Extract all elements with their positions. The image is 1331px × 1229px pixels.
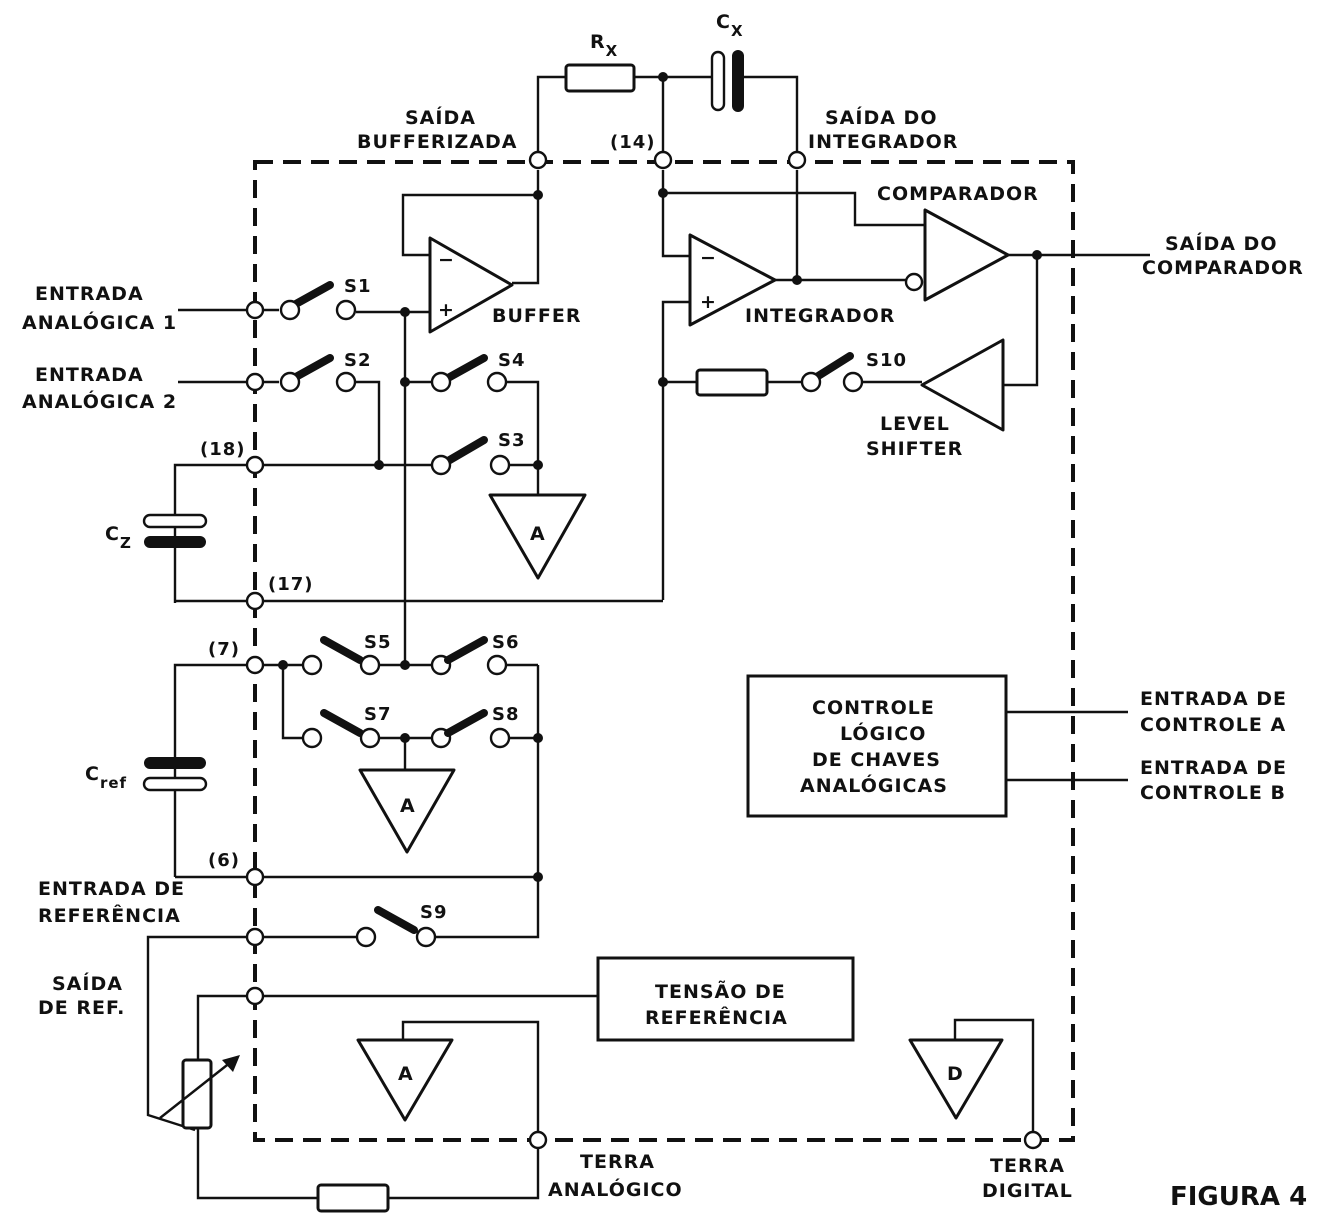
pin-17-label: (17) [268,574,314,595]
tensao-label-2: REFERÊNCIA [645,1006,788,1029]
capacitor-cx-plate2 [732,50,744,112]
potentiometer [181,1058,213,1130]
resistor-ref-output [316,1183,390,1213]
pin-18-label: (18) [200,439,246,460]
analog-ground-1 [488,493,587,580]
cx-label: CX [716,11,744,40]
analog-ground-3 [356,1038,454,1122]
entrada-referencia-label-1: ENTRADA DE [38,878,185,900]
comparador-label: COMPARADOR [877,183,1039,205]
entrada-analogica2-label-1: ENTRADA [35,364,144,386]
resistor-rx [564,63,636,93]
entrada-analogica1-label-1: ENTRADA [35,283,144,305]
capacitor-cx-plate1 [710,50,726,112]
rx-label: RX [590,31,618,60]
reference-voltage-section [159,956,855,1213]
entrada-controle-a-label-1: ENTRADA DE [1140,688,1287,710]
saida-comparador-label-2: COMPARADOR [1142,257,1304,279]
analog-input-2 [178,354,381,465]
switch-s9-label: S9 [420,902,448,923]
buffer-minus-sign: − [438,249,455,271]
cref-label: Cref [85,763,127,792]
analog-ground-3-group [356,1020,540,1140]
saida-integrador-label-2: INTEGRADOR [808,131,958,153]
chip-pins [245,150,1043,1150]
level-shifter-label-2: SHIFTER [866,438,963,460]
entrada-referencia-label-2: REFERÊNCIA [38,904,181,927]
digital-ground-group [908,1018,1035,1140]
switch-s10-label: S10 [866,350,907,371]
saida-bufferizada-label-2: BUFFERIZADA [357,131,518,153]
integrator-plus-sign: + [700,291,717,313]
feedback-network [536,50,799,158]
level-shifter-label-1: LEVEL [880,413,950,435]
saida-comparador-label-1: SAÍDA DO [1165,232,1277,255]
entrada-analogica2-label-2: ANALÓGICA 2 [22,389,177,413]
buffer-opamp [428,236,514,334]
entrada-controle-b-label-1: ENTRADA DE [1140,757,1287,779]
buffer-section: − + [356,170,543,666]
reference-input [146,906,540,1132]
s7-s8-row [281,665,543,854]
capacitor-cz [142,513,208,548]
pin-7-label: (7) [208,639,240,660]
entrada-analogica1-label-2: ANALÓGICA 1 [22,310,177,334]
controle-label-2: LÓGICO [840,721,926,745]
switch-s3-label: S3 [498,430,526,451]
buffer-label: BUFFER [492,305,581,327]
integrator-minus-sign: − [700,247,717,269]
tensao-label-1: TENSÃO DE [655,979,786,1003]
integrator-opamp [688,233,777,327]
level-shifter [920,338,1005,432]
saida-bufferizada-label-1: SAÍDA [405,106,476,129]
terra-digital-label-2: DIGITAL [982,1180,1073,1202]
switch-s1-label: S1 [344,276,372,297]
figure-caption: FIGURA 4 [1170,1182,1307,1212]
switch-s5-label: S5 [364,632,392,653]
level-shifter-section [663,338,1005,432]
comparator [923,208,1010,302]
controle-logico-box [746,674,1008,818]
buffer-plus-sign: + [438,299,455,321]
controle-label-1: CONTROLE [812,697,935,719]
terra-analogico-label-1: TERRA [580,1151,655,1173]
resistor-integrator-input [695,368,769,397]
ground-d-label: D [947,1063,964,1085]
entrada-controle-b-label-2: CONTROLE B [1140,782,1286,804]
analog-ground-2 [358,768,456,854]
terra-analogico-label-2: ANALÓGICO [548,1177,683,1201]
entrada-controle-a-label-2: CONTROLE A [1140,714,1286,736]
pin-6-label: (6) [208,850,240,871]
pin-18-row [173,436,587,603]
tensao-referencia-box [596,956,855,1042]
controle-label-3: DE CHAVES [812,749,941,771]
ground-a3-label: A [398,1063,414,1085]
control-logic-section [746,674,1128,818]
pin-14-label: (14) [610,132,656,153]
switch-s8-label: S8 [492,704,520,725]
saida-ref-label-2: DE REF. [38,997,125,1019]
ground-a2-label: A [400,795,416,817]
analog-input-1 [178,281,357,321]
capacitor-cref [142,757,208,792]
switch-s4-label: S4 [498,350,526,371]
digital-ground [908,1038,1004,1120]
integrator-section: − + [658,170,925,600]
integrador-label: INTEGRADOR [745,305,895,327]
saida-integrador-label-1: SAÍDA DO [825,106,937,129]
ground-a1-label: A [530,523,546,545]
saida-ref-label-1: SAÍDA [52,972,123,995]
switch-s7-label: S7 [364,704,392,725]
switch-s4 [400,354,540,463]
cz-label: CZ [105,523,132,552]
switch-s6-label: S6 [492,632,520,653]
terra-digital-label-1: TERRA [990,1155,1065,1177]
pin-7-row [173,636,540,935]
comparator-section [904,208,1150,387]
controle-label-4: ANALÓGICAS [800,773,948,797]
switch-s2-label: S2 [344,350,372,371]
